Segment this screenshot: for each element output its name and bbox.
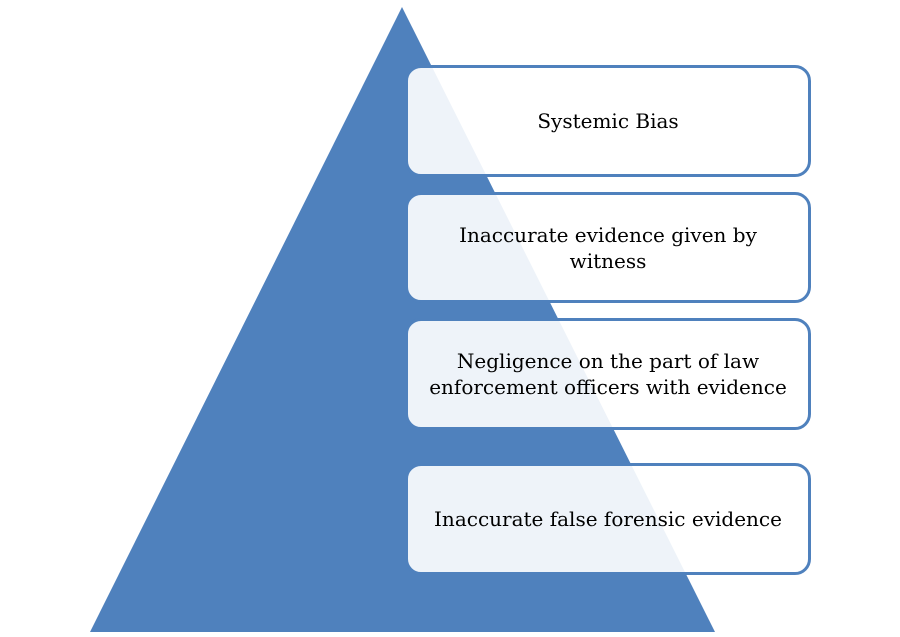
level-label: Negligence on the part of law enforcemen… xyxy=(429,349,787,399)
level-label: Inaccurate false forensic evidence xyxy=(434,507,782,531)
level-box-forensic-evidence: Inaccurate false forensic evidence xyxy=(405,463,811,575)
level-box-witness-evidence: Inaccurate evidence given by witness xyxy=(405,192,811,303)
level-label: Inaccurate evidence given by witness xyxy=(459,222,757,273)
level-box-law-enforcement-negligence: Negligence on the part of law enforcemen… xyxy=(405,318,811,430)
level-label: Systemic Bias xyxy=(537,109,679,133)
level-box-systemic-bias: Systemic Bias xyxy=(405,65,811,177)
